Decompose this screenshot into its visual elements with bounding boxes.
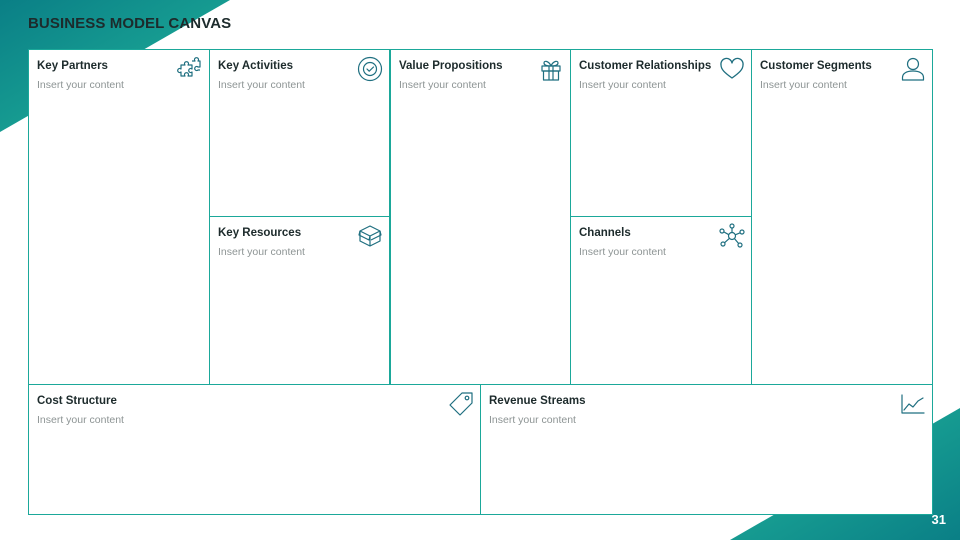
page-number: 31 — [931, 512, 946, 527]
business-model-canvas: Key Partners Insert your content Key Act… — [28, 49, 933, 515]
revenue-streams-block[interactable]: Revenue Streams Insert your content — [480, 384, 933, 515]
cost-structure-block[interactable]: Cost Structure Insert your content — [28, 384, 481, 515]
key-activities-label: Key Activities — [218, 60, 293, 72]
key-partners-block[interactable]: Key Partners Insert your content — [28, 49, 210, 385]
key-resources-label: Key Resources — [218, 227, 302, 239]
check-circle-icon — [357, 56, 383, 82]
heart-icon — [719, 56, 745, 82]
customer-segments-label: Customer Segments — [760, 60, 872, 72]
key-resources-block[interactable]: Key Resources Insert your content — [209, 216, 390, 385]
cost-structure-label: Cost Structure — [37, 395, 117, 407]
customer-relationships-label: Customer Relationships — [579, 60, 712, 72]
customer-relationships-content[interactable]: Insert your content — [579, 79, 666, 91]
customer-relationships-block[interactable]: Customer Relationships Insert your conte… — [570, 49, 752, 217]
puzzle-icon — [177, 56, 203, 82]
revenue-streams-content[interactable]: Insert your content — [489, 414, 576, 426]
revenue-streams-label: Revenue Streams — [489, 395, 586, 407]
customer-segments-content[interactable]: Insert your content — [760, 79, 847, 91]
box-icon — [357, 223, 383, 249]
tag-icon — [448, 391, 474, 417]
key-resources-content[interactable]: Insert your content — [218, 246, 305, 258]
line-chart-icon — [900, 391, 926, 417]
gift-icon — [538, 56, 564, 82]
value-propositions-block[interactable]: Value Propositions Insert your content — [390, 49, 571, 385]
channels-label: Channels — [579, 227, 631, 239]
key-partners-label: Key Partners — [37, 60, 108, 72]
user-icon — [900, 56, 926, 82]
key-activities-block[interactable]: Key Activities Insert your content — [209, 49, 390, 217]
cost-structure-content[interactable]: Insert your content — [37, 414, 124, 426]
network-icon — [719, 223, 745, 249]
value-propositions-label: Value Propositions — [399, 60, 503, 72]
key-activities-content[interactable]: Insert your content — [218, 79, 305, 91]
value-propositions-content[interactable]: Insert your content — [399, 79, 486, 91]
customer-segments-block[interactable]: Customer Segments Insert your content — [751, 49, 933, 385]
channels-block[interactable]: Channels Insert your content — [570, 216, 752, 385]
key-partners-content[interactable]: Insert your content — [37, 79, 124, 91]
slide-title: BUSINESS MODEL CANVAS — [28, 15, 232, 32]
channels-content[interactable]: Insert your content — [579, 246, 666, 258]
